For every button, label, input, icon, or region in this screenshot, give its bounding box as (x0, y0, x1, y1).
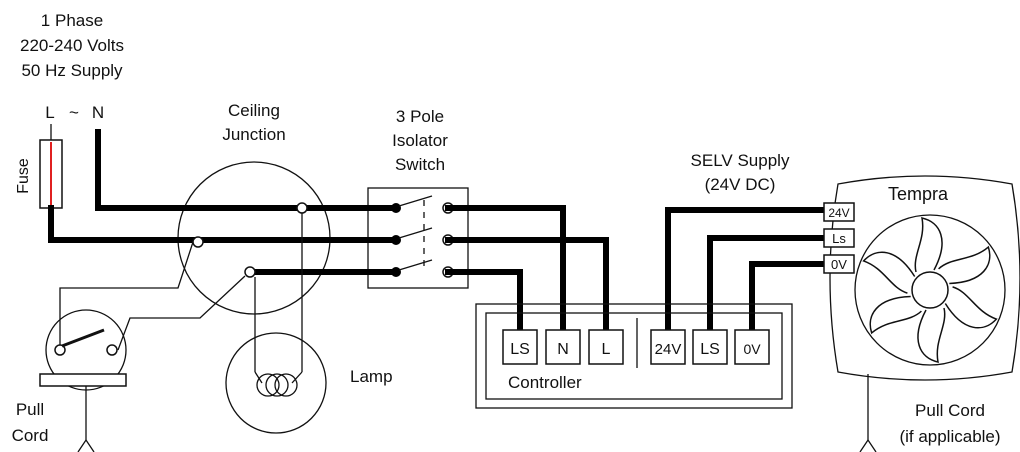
controller-outer (475, 303, 793, 409)
tempra-terminal-label: 24V (828, 206, 849, 220)
tempra-pull-cord-label-2: (if applicable) (899, 427, 1000, 446)
junction-label-2: Junction (222, 125, 285, 144)
lamp-filament (274, 373, 298, 397)
controller-terminal-label: 24V (655, 341, 682, 358)
controller-terminal-l (588, 329, 624, 365)
supply-line-2: 220-240 Volts (20, 36, 124, 55)
controller-terminal-label: LS (510, 341, 530, 358)
isolator-label-1: 3 Pole (396, 107, 444, 126)
controller-terminal-24v (650, 329, 686, 365)
selv-ls-wire (707, 235, 827, 333)
tempra-pull-cord-label-1: Pull Cord (915, 401, 985, 420)
fuse-label: Fuse (15, 158, 32, 194)
supply-spec: 1 Phase 220-240 Volts 50 Hz Supply L ~ N (20, 11, 124, 122)
isolator-blade (398, 259, 433, 271)
live-wire-controller (445, 237, 609, 333)
controller-terminal-n (545, 329, 581, 365)
supply-line-3: 50 Hz Supply (21, 61, 123, 80)
fuse: Fuse (15, 139, 63, 209)
pull-switch-base (39, 373, 127, 387)
pull-cord-tassel (77, 438, 95, 452)
controller-terminal-label: LS (700, 341, 720, 358)
lamp-filament (265, 373, 289, 397)
tempra-terminal-0v (823, 254, 855, 274)
pull-switch-contact (106, 344, 118, 356)
controller-terminal-ls (502, 329, 538, 365)
selv-label-2: (24V DC) (705, 175, 776, 194)
controller-inner (485, 312, 783, 400)
lamp-circle (225, 332, 327, 434)
tempra-terminal-ls (823, 228, 855, 248)
lamp-wiring (59, 213, 303, 372)
pull-cord-switch: Pull Cord (12, 309, 127, 452)
supply-ac-symbol: ~ (69, 103, 79, 122)
tempra-unit: Tempra 24V Ls 0V Pull Cord (if applicabl… (823, 175, 1020, 452)
lamp-leads (254, 371, 303, 384)
supply-line-1: 1 Phase (41, 11, 103, 30)
isolator-label-3: Switch (395, 155, 445, 174)
lamp-label: Lamp (350, 367, 393, 386)
fan-blade (938, 245, 991, 285)
fan-icon (854, 214, 1006, 366)
controller-terminal-label: 0V (743, 341, 761, 357)
pull-cord-label-1: Pull (16, 400, 44, 419)
lamp-filament (256, 373, 280, 397)
selv-label-1: SELV Supply (691, 151, 790, 170)
pull-switch-return (117, 275, 246, 351)
junction-terminal (192, 236, 204, 248)
controller-terminal-label: N (557, 341, 569, 358)
controller-terminal-0v (734, 329, 770, 365)
fan-guard (854, 214, 1006, 366)
pull-switch-blade (61, 328, 105, 348)
controller-terminal-label: L (602, 341, 611, 358)
fan-blade (869, 295, 922, 335)
fan-blade (914, 217, 943, 273)
controller: Controller LS N L 24V LS 0V (475, 303, 793, 409)
pull-switch-contact (54, 344, 66, 356)
tempra-housing (829, 175, 1020, 381)
isolator-label-2: Isolator (392, 131, 448, 150)
fan-blade (944, 286, 998, 329)
tempra-terminal-24v (823, 202, 855, 222)
fan-hub (911, 271, 949, 309)
selv-supply: SELV Supply (24V DC) (691, 151, 790, 194)
lamp: Lamp (225, 332, 393, 434)
selv-24v-wire (665, 207, 827, 333)
isolator-switch: 3 Pole Isolator Switch (367, 107, 469, 289)
selv-0v-wire (749, 261, 827, 333)
tempra-title: Tempra (888, 184, 949, 204)
supply-neutral-label: N (92, 103, 104, 122)
controller-terminal-ls-selv (692, 329, 728, 365)
isolator-blade (398, 195, 433, 207)
controller-label: Controller (508, 373, 582, 392)
junction-label-1: Ceiling (228, 101, 280, 120)
supply-live-label: L (45, 103, 54, 122)
tempra-terminal-label: 0V (831, 257, 847, 272)
fan-blade (862, 251, 916, 294)
switched-live-wire-controller (445, 269, 523, 333)
junction-terminal (296, 202, 308, 214)
pull-cord-label-2: Cord (12, 426, 49, 445)
neutral-wire-controller (445, 205, 566, 333)
tempra-pull-cord-tassel (859, 438, 877, 452)
fan-blade (917, 307, 946, 363)
isolator-blade (398, 227, 433, 239)
junction-terminal (244, 266, 256, 278)
pull-switch-live-feed (59, 241, 194, 350)
live-wire (48, 205, 399, 243)
tempra-terminal-label: Ls (832, 231, 846, 246)
